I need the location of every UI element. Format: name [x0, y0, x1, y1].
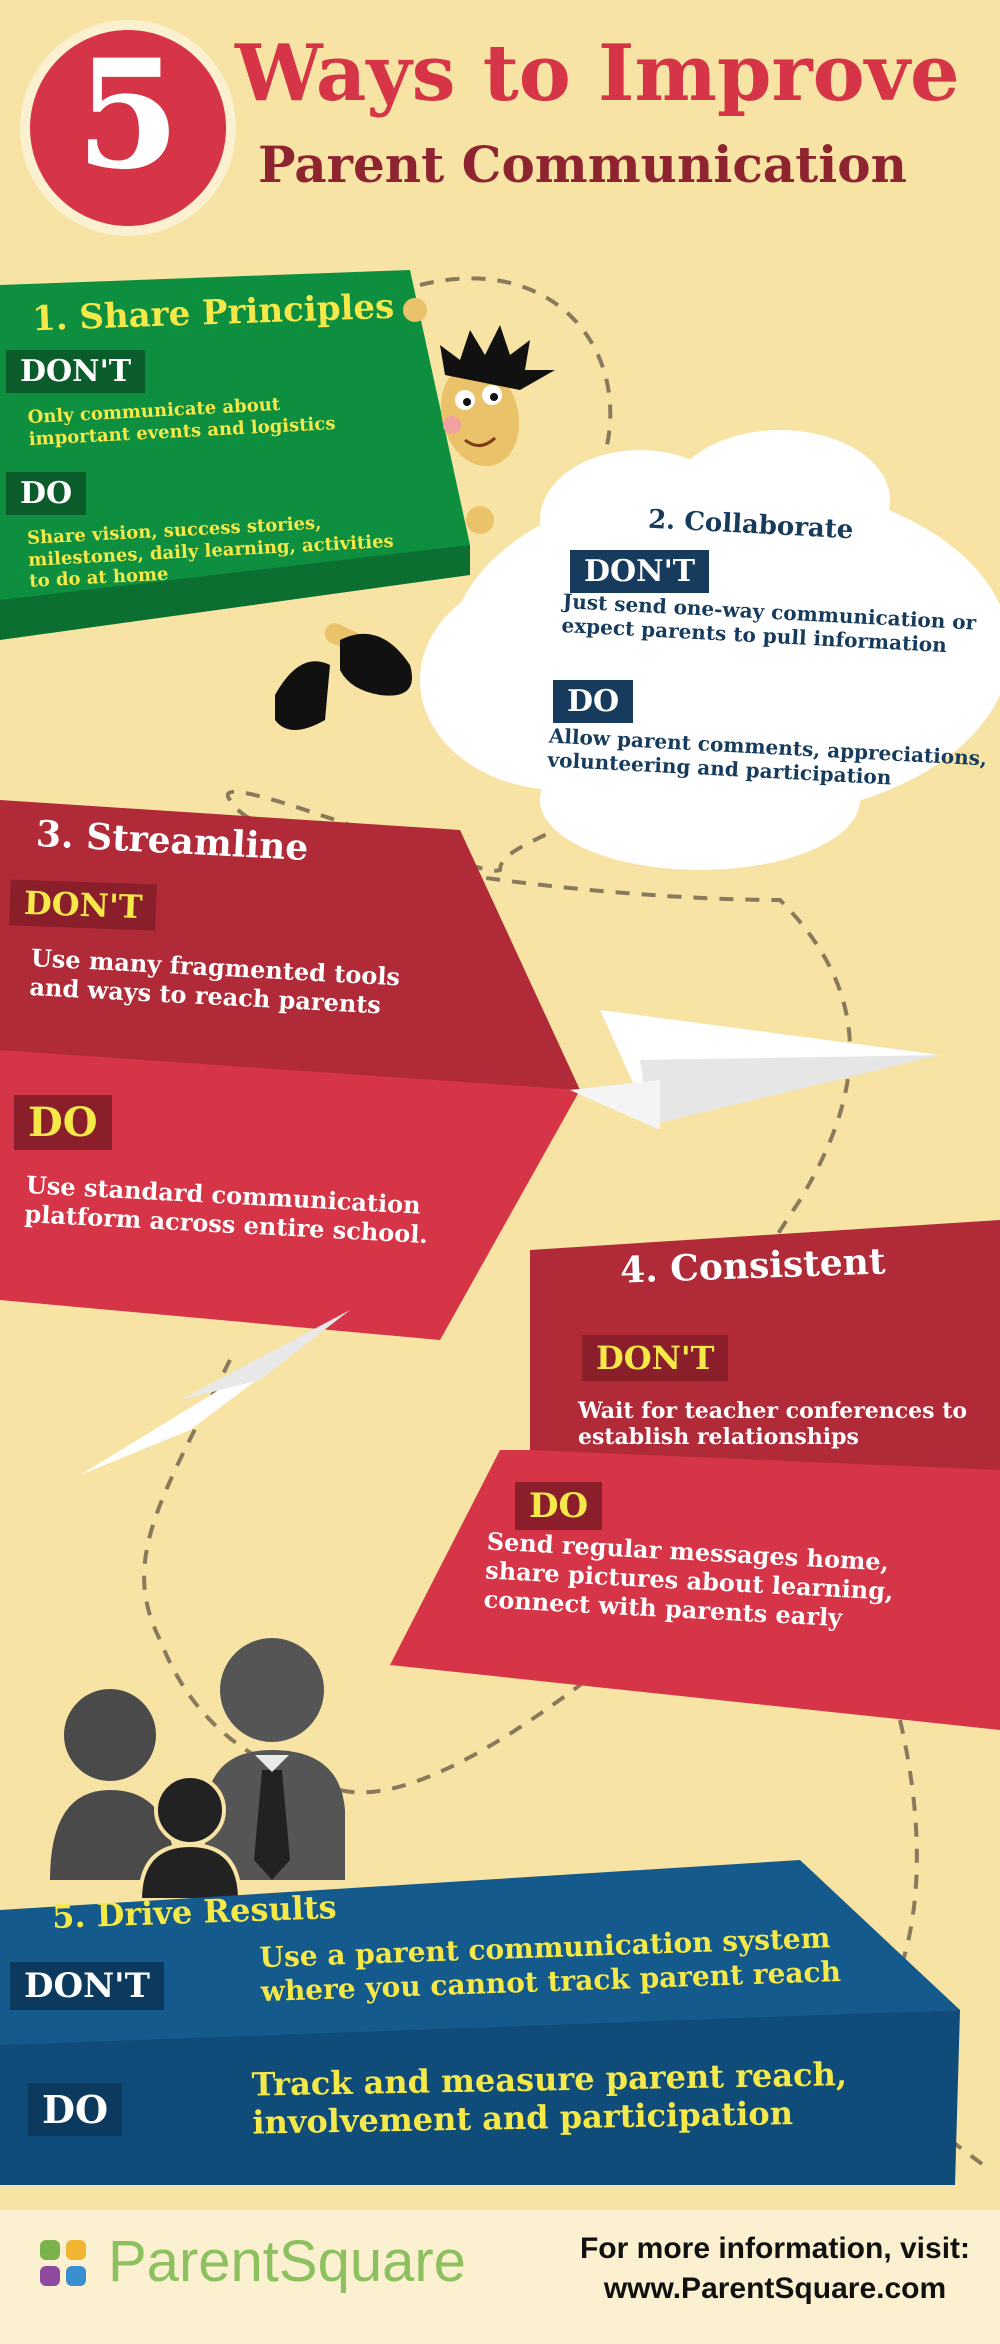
family-silhouette-icon — [50, 1638, 345, 1902]
cartoon-boy-icon — [275, 298, 555, 730]
tip-4-dont-text: Wait for teacher conferences to establis… — [578, 1398, 968, 1451]
tip-5-do-text: Track and measure parent reach, involvem… — [251, 2055, 848, 2142]
page-title: Ways to Improve — [235, 28, 960, 119]
footer-brand: ParentSquare — [108, 2229, 466, 2294]
tip-4-dont-label: DON'T — [582, 1335, 729, 1381]
tip-1-dont-label: DON'T — [6, 350, 146, 393]
paper-plane-icon — [80, 1310, 350, 1475]
tip-5-dont-label: DON'T — [10, 1962, 164, 2010]
tip-5-do-label: DO — [28, 2083, 123, 2136]
footer-website-link[interactable]: www.ParentSquare.com — [603, 2272, 947, 2305]
drive-results-panel — [0, 1860, 960, 2050]
tip-3-do-label: DO — [14, 1095, 112, 1150]
tip-2-do-label: DO — [553, 680, 634, 723]
consistent-panel — [530, 1220, 1000, 1500]
header-number: 5 — [75, 27, 181, 203]
footer-info-line1: For more information, visit: — [579, 2232, 971, 2265]
page-subtitle: Parent Communication — [258, 135, 907, 194]
paper-plane-icon — [570, 1010, 940, 1130]
dashed-path — [142, 276, 992, 2172]
tip-2-dont-label: DON'T — [570, 550, 710, 593]
streamline-panel — [0, 800, 580, 1090]
tip-1-do-label: DO — [6, 472, 87, 515]
logo-icon — [40, 2240, 86, 2286]
tip-4-do-label: DO — [515, 1482, 603, 1530]
tip-3-dont-label: DON'T — [9, 879, 158, 931]
